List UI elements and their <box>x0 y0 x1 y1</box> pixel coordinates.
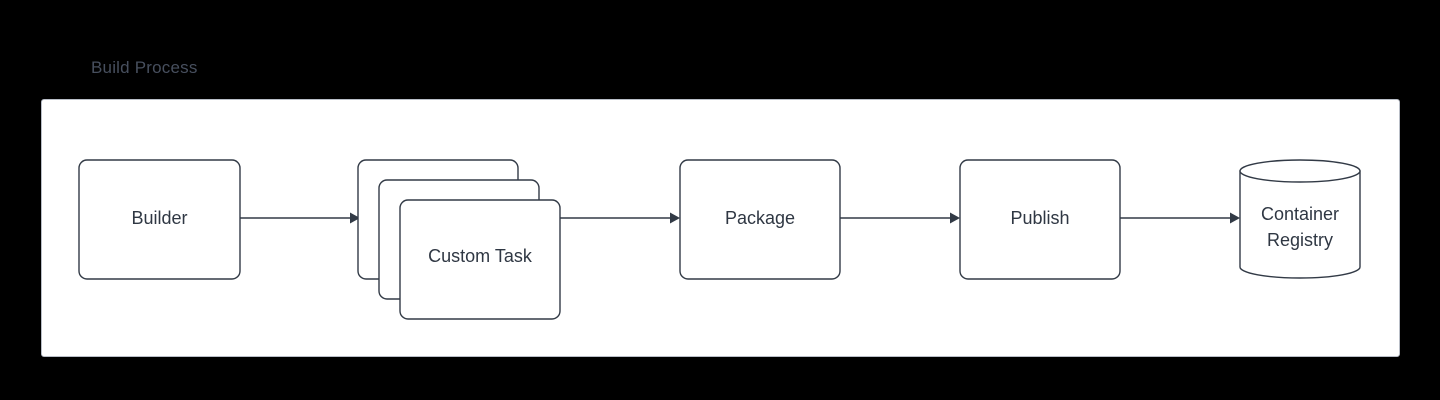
node-custom-task-label: Custom Task <box>428 246 533 266</box>
connector-publish-to-container-registry <box>1120 212 1240 224</box>
node-container-registry[interactable]: Container Registry <box>1239 159 1361 279</box>
arrow-head-icon <box>1230 212 1240 224</box>
custom-task-card-front[interactable]: Custom Task <box>399 199 561 320</box>
node-custom-task-stack[interactable]: Custom Task Custom Task Custom Task <box>357 159 561 320</box>
node-builder-label: Builder <box>131 208 187 228</box>
node-container-registry-label-line1: Container <box>1261 204 1339 224</box>
arrow-head-icon <box>950 212 960 224</box>
arrow-head-icon <box>350 212 360 224</box>
node-package-label: Package <box>725 208 795 228</box>
node-publish[interactable]: Publish <box>959 159 1121 280</box>
connector-builder-to-custom-task <box>240 212 360 224</box>
connector-package-to-publish <box>840 212 960 224</box>
node-container-registry-label-line2: Registry <box>1267 230 1333 250</box>
connector-custom-task-to-package <box>560 212 680 224</box>
page-title: Build Process <box>91 58 198 77</box>
cylinder-cap-icon <box>1239 159 1361 183</box>
node-publish-label: Publish <box>1010 208 1069 228</box>
arrow-head-icon <box>670 212 680 224</box>
node-builder[interactable]: Builder <box>78 159 241 280</box>
node-package[interactable]: Package <box>679 159 841 280</box>
